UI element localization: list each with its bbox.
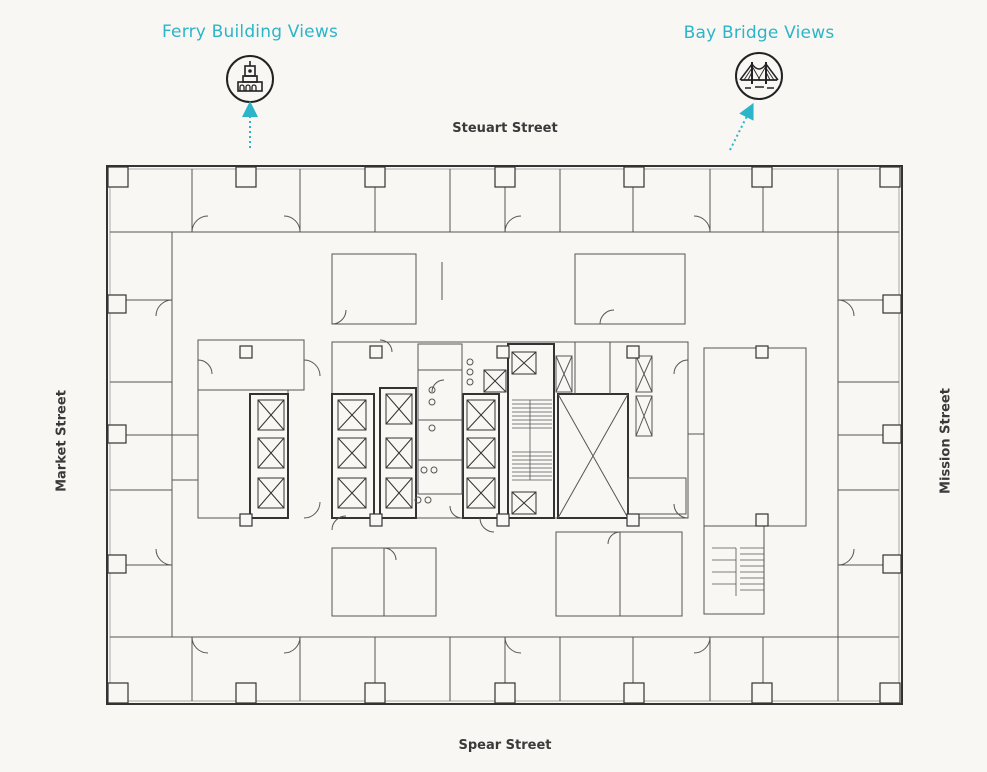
street-label-north: Steuart Street: [452, 121, 558, 136]
ferry-building-views-label: Ferry Building Views: [161, 22, 339, 42]
bay-bridge-icon: [735, 52, 783, 100]
building-core: [331, 341, 689, 519]
exterior-wall: [106, 165, 903, 705]
bay-bridge-views-label: Bay Bridge Views: [683, 23, 835, 43]
bay-view-arrow: [729, 102, 754, 151]
street-label-south: Spear Street: [458, 738, 552, 753]
